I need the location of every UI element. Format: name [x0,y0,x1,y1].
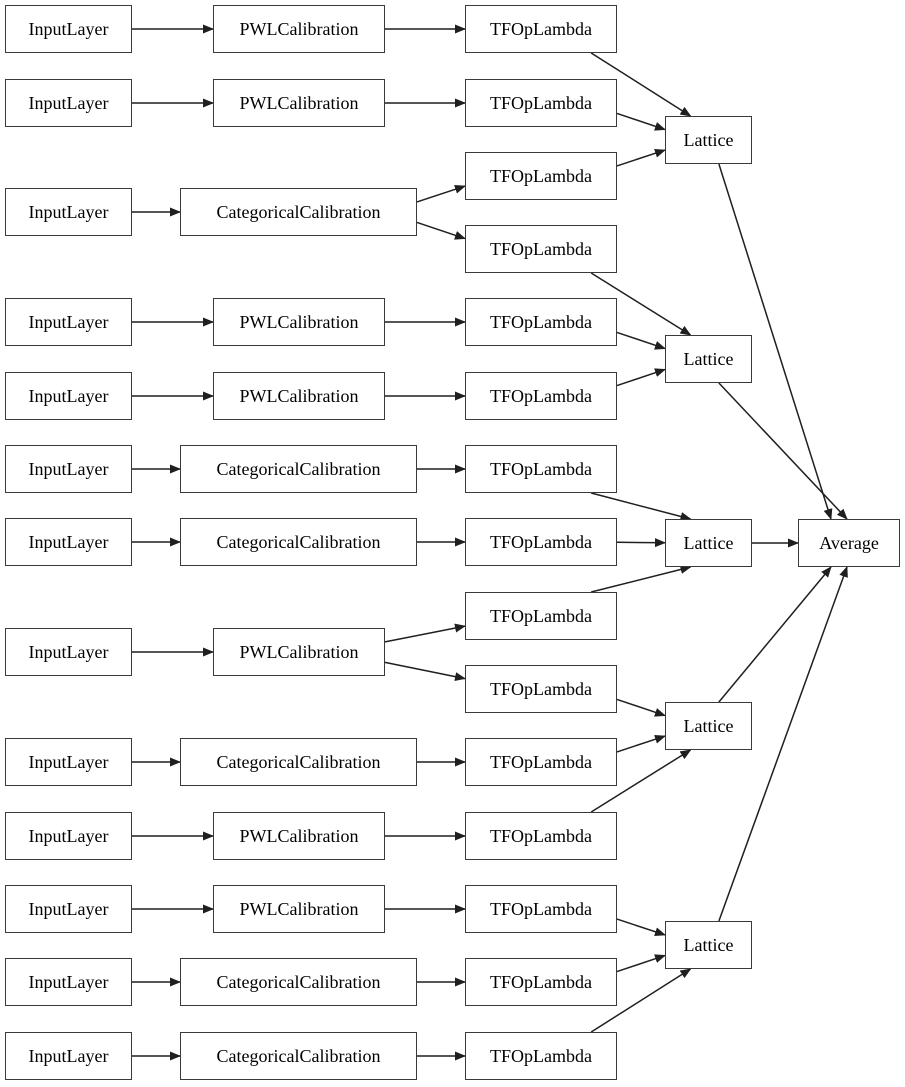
edge-tfop-11-lattice-4 [616,734,666,753]
node-pwl-3: PWLCalibration [213,298,385,346]
node-input-4: InputLayer [5,298,132,346]
edge-tfop-10-lattice-4 [616,698,666,717]
node-tfop-6: TFOpLambda [465,372,617,420]
edge-tfop-9-lattice-3 [591,565,692,593]
edge-lattice-2-average [718,382,848,520]
node-tfop-9: TFOpLambda [465,592,617,640]
node-pwl-4: PWLCalibration [213,372,385,420]
edge-tfop-6-lattice-2 [616,368,666,387]
node-lattice-4: Lattice [665,702,752,750]
node-tfop-8: TFOpLambda [465,518,617,566]
node-input-9: InputLayer [5,738,132,786]
node-input-12: InputLayer [5,958,132,1006]
node-input-10: InputLayer [5,812,132,860]
node-input-6: InputLayer [5,445,132,493]
node-pwl-5: PWLCalibration [213,628,385,676]
node-input-5: InputLayer [5,372,132,420]
node-tfop-12: TFOpLambda [465,812,617,860]
edge-tfop-13-lattice-5 [616,918,666,937]
node-tfop-5: TFOpLambda [465,298,617,346]
node-input-13: InputLayer [5,1032,132,1080]
edge-tfop-4-lattice-2 [590,272,692,336]
node-input-2: InputLayer [5,79,132,127]
edge-lattice-5-average [718,566,848,922]
edge-tfop-5-lattice-2 [616,331,666,350]
node-input-8: InputLayer [5,628,132,676]
edge-lattice-4-average [718,566,832,703]
node-tfop-10: TFOpLambda [465,665,617,713]
edge-tfop-15-lattice-5 [590,968,692,1033]
node-input-1: InputLayer [5,5,132,53]
node-lattice-2: Lattice [665,335,752,383]
node-cat-6: CategoricalCalibration [180,1032,417,1080]
edge-tfop-1-lattice-1 [590,52,692,117]
node-average: Average [798,519,900,567]
node-input-3: InputLayer [5,188,132,236]
edge-tfop-12-lattice-4 [590,749,692,813]
node-cat-4: CategoricalCalibration [180,738,417,786]
node-lattice-3: Lattice [665,519,752,567]
node-tfop-2: TFOpLambda [465,79,617,127]
node-lattice-5: Lattice [665,921,752,969]
node-pwl-2: PWLCalibration [213,79,385,127]
node-tfop-4: TFOpLambda [465,225,617,273]
edge-cat-1-tfop-4 [416,221,466,240]
node-cat-3: CategoricalCalibration [180,518,417,566]
node-tfop-1: TFOpLambda [465,5,617,53]
node-tfop-7: TFOpLambda [465,445,617,493]
edge-tfop-3-lattice-1 [616,148,666,167]
edge-tfop-2-lattice-1 [616,112,666,131]
node-lattice-1: Lattice [665,116,752,164]
edge-cat-1-tfop-3 [416,184,466,203]
node-pwl-7: PWLCalibration [213,885,385,933]
node-cat-2: CategoricalCalibration [180,445,417,493]
node-tfop-3: TFOpLambda [465,152,617,200]
node-tfop-15: TFOpLambda [465,1032,617,1080]
node-cat-5: CategoricalCalibration [180,958,417,1006]
edge-lattice-1-average [718,163,833,520]
node-pwl-6: PWLCalibration [213,812,385,860]
edge-tfop-7-lattice-3 [591,492,692,521]
node-tfop-14: TFOpLambda [465,958,617,1006]
node-tfop-13: TFOpLambda [465,885,617,933]
edge-pwl-5-tfop-10 [384,661,466,682]
node-input-11: InputLayer [5,885,132,933]
edge-pwl-5-tfop-9 [384,623,466,643]
node-cat-1: CategoricalCalibration [180,188,417,236]
edge-tfop-14-lattice-5 [616,954,666,973]
node-tfop-11: TFOpLambda [465,738,617,786]
node-input-7: InputLayer [5,518,132,566]
node-pwl-1: PWLCalibration [213,5,385,53]
